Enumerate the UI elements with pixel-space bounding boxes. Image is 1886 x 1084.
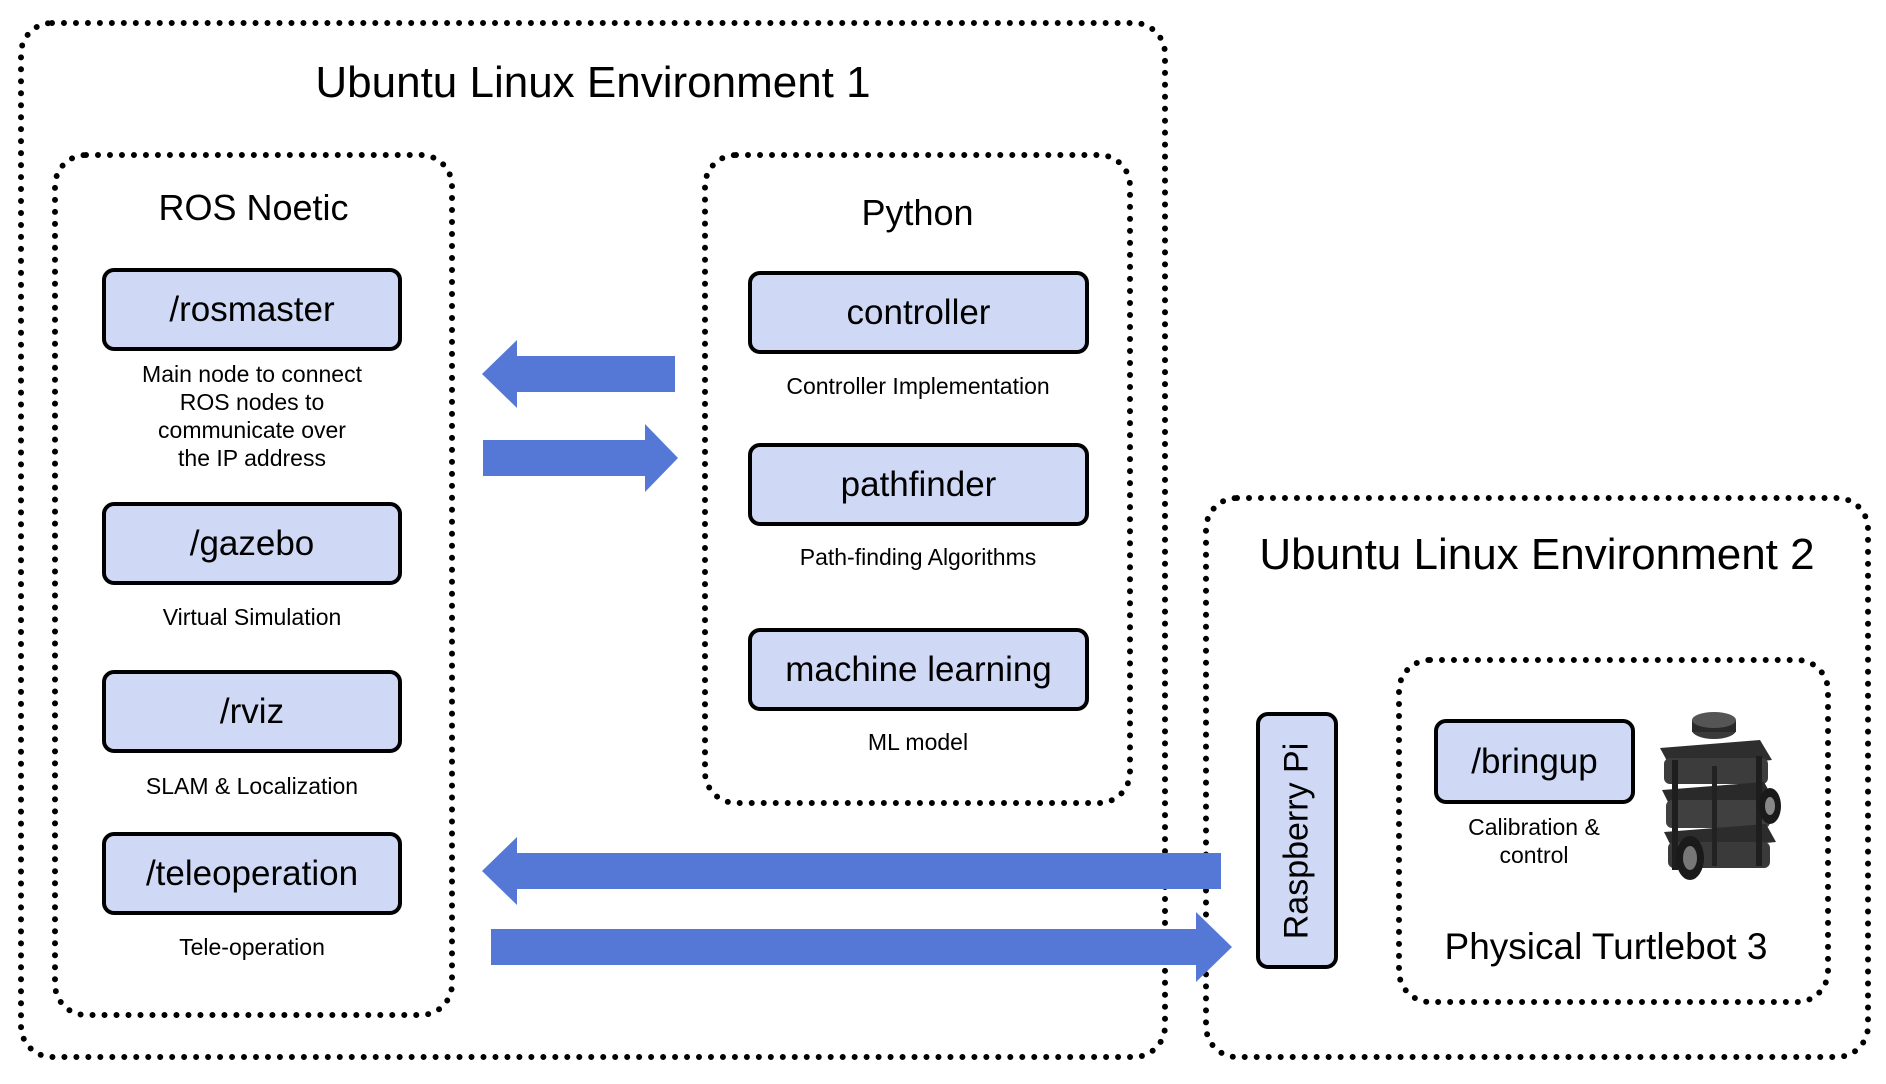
bringup-description: Calibration & control — [1414, 813, 1654, 869]
rosmaster-description: Main node to connect ROS nodes to commun… — [82, 360, 422, 472]
environment-2-title: Ubuntu Linux Environment 2 — [1259, 530, 1815, 579]
machine-learning-node: machine learning — [748, 628, 1089, 711]
teleoperation-description: Tele-operation — [179, 934, 325, 960]
bringup-node: /bringup — [1434, 719, 1635, 804]
ros-noetic-title: ROS Noetic — [158, 187, 349, 228]
machine-learning-description: ML model — [867, 729, 969, 755]
bringup-description-text: Calibration & control — [1468, 814, 1600, 868]
raspberry-pi-node: Raspberry Pi — [1256, 712, 1338, 969]
rosmaster-description-text: Main node to connect ROS nodes to commun… — [142, 361, 362, 471]
raspberry-pi-label: Raspberry Pi — [1277, 742, 1316, 939]
controller-description: Controller Implementation — [786, 373, 1050, 399]
rviz-node: /rviz — [102, 670, 402, 753]
environment-1-group — [18, 20, 1168, 1060]
teleoperation-node: /teleoperation — [102, 832, 402, 915]
turtlebot-group — [1396, 657, 1831, 1005]
pathfinder-node: pathfinder — [748, 443, 1089, 526]
gazebo-description: Virtual Simulation — [162, 604, 342, 630]
python-title: Python — [861, 192, 974, 233]
pathfinder-description: Path-finding Algorithms — [799, 544, 1037, 570]
turtlebot-title: Physical Turtlebot 3 — [1444, 926, 1768, 967]
rviz-description: SLAM & Localization — [145, 773, 359, 799]
gazebo-node: /gazebo — [102, 502, 402, 585]
ros-noetic-group — [52, 152, 455, 1018]
python-group — [702, 152, 1133, 806]
controller-node: controller — [748, 271, 1089, 354]
environment-2-group — [1203, 495, 1871, 1060]
environment-1-title: Ubuntu Linux Environment 1 — [315, 58, 871, 107]
rosmaster-node: /rosmaster — [102, 268, 402, 351]
